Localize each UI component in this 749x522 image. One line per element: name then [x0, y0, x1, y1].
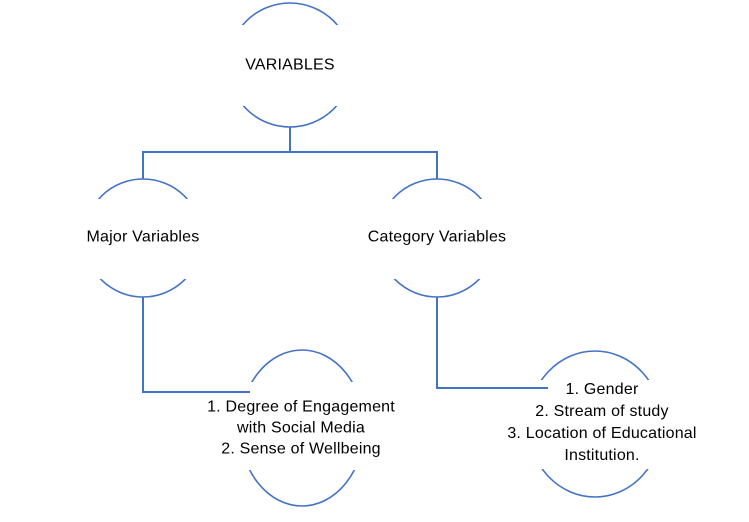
category-variables-node-circle: [349, 178, 525, 298]
major-variables-text-band: [55, 199, 231, 279]
category-variables-text-band: [349, 199, 525, 279]
category-to-items-connector: [436, 297, 548, 389]
major-items-line-3: 2. Sense of Wellbeing: [221, 440, 381, 458]
variables-node-label: VARIABLES: [245, 56, 335, 74]
major-items-list: 1. Degree of Engagement with Social Medi…: [207, 397, 395, 460]
major-to-items-connector: [142, 297, 250, 393]
root-to-branches-connector: [142, 127, 438, 179]
category-items-line-2: 2. Stream of study: [535, 403, 669, 420]
category-items-line-1: 1. Gender: [565, 381, 639, 398]
variables-node-circle: [200, 2, 380, 128]
major-items-node-circle: [190, 349, 414, 507]
category-items-line-3: 3. Location of Educational: [507, 425, 697, 442]
major-items-text-band: [190, 382, 414, 470]
category-variables-node-label: Category Variables: [367, 228, 507, 246]
category-items-list: 1. Gender 2. Stream of study 3. Location…: [507, 379, 696, 467]
variables-text-band: [200, 25, 380, 106]
category-items-line-4: Institution.: [564, 447, 640, 464]
major-variables-node-label: Major Variables: [86, 228, 200, 246]
major-items-line-2: with Social Media: [237, 419, 365, 437]
category-items-text-band: [498, 380, 692, 469]
category-items-node-circle: [498, 350, 692, 498]
major-items-line-1: 1. Degree of Engagement: [207, 398, 395, 416]
